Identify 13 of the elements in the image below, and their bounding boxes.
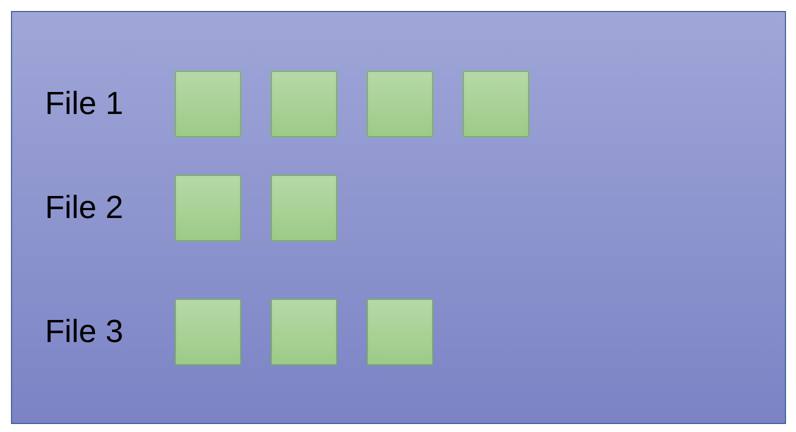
row-label: File 2 <box>45 191 124 223</box>
row-label: File 1 <box>45 87 124 119</box>
square-block <box>175 175 241 241</box>
square-block <box>367 71 433 137</box>
row-label: File 3 <box>45 315 124 347</box>
square-block <box>463 71 529 137</box>
square-block <box>271 71 337 137</box>
square-block <box>271 175 337 241</box>
square-block <box>367 299 433 365</box>
square-block <box>175 71 241 137</box>
square-block <box>175 299 241 365</box>
panel-background <box>11 11 786 424</box>
square-block <box>271 299 337 365</box>
